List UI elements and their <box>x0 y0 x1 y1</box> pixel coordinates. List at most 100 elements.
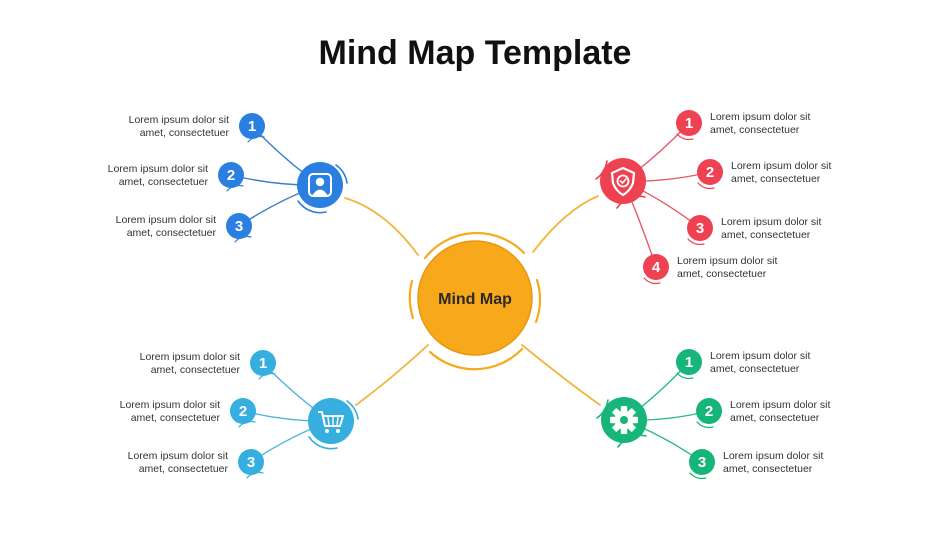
number-label: 2 <box>706 164 714 181</box>
number-ring-arc <box>676 133 694 141</box>
connector-gear-trunk <box>521 344 601 406</box>
hub-cart-ring-arc-top <box>346 400 359 420</box>
item-text-line2: amet, consectetuer <box>127 227 217 239</box>
center-label: Mind Map <box>438 291 512 308</box>
number-ring-arc <box>676 372 694 380</box>
number-label: 3 <box>235 218 243 235</box>
item-text-line1: Lorem ipsum dolor sit <box>140 351 240 363</box>
number-badge <box>230 398 256 424</box>
number-badge <box>696 398 722 424</box>
number-label: 1 <box>259 355 267 372</box>
shopping-cart-icon <box>318 411 344 433</box>
number-ring-arc <box>643 277 661 285</box>
number-badge <box>218 162 244 188</box>
connector-user-trunk <box>344 197 419 256</box>
item-text-line1: Lorem ipsum dolor sit <box>129 114 229 126</box>
center-ring-arc-right <box>534 278 542 324</box>
item-text-line2: amet, consectetuer <box>730 412 820 424</box>
number-ring-arc <box>697 182 715 190</box>
number-badge <box>676 110 702 136</box>
hub-shield-circle <box>600 158 646 204</box>
center-ring-arc-left <box>408 279 415 320</box>
item-text-line1: Lorem ipsum dolor sit <box>721 216 821 228</box>
item-text-line2: amet, consectetuer <box>139 463 229 475</box>
page-title: Mind Map Template <box>318 34 632 72</box>
item-text-line2: amet, consectetuer <box>721 229 811 241</box>
hub-shield[interactable] <box>595 158 646 209</box>
item-text-line1: Lorem ipsum dolor sit <box>677 255 777 267</box>
number-label: 1 <box>248 118 256 135</box>
connector-cart-trunk <box>355 344 429 406</box>
center-ring-arc-top <box>423 231 526 260</box>
item-text-line1: Lorem ipsum dolor sit <box>108 163 208 175</box>
number-badge <box>643 254 669 280</box>
item-text-line2: amet, consectetuer <box>119 176 209 188</box>
hub-user-ring-arc <box>297 200 327 214</box>
number-badge <box>689 449 715 475</box>
number-label: 1 <box>685 115 693 132</box>
hub-cart-ring-arc <box>308 436 338 450</box>
item-text-line2: amet, consectetuer <box>140 127 230 139</box>
number-label: 3 <box>698 454 706 471</box>
number-ring-arc <box>689 472 707 480</box>
number-badge <box>687 215 713 241</box>
item-text-line1: Lorem ipsum dolor sit <box>710 350 810 362</box>
number-badge <box>676 349 702 375</box>
center-circle <box>417 240 533 356</box>
item-text-line1: Lorem ipsum dolor sit <box>710 111 810 123</box>
item-text-line2: amet, consectetuer <box>710 124 800 136</box>
number-ring-arc <box>696 421 714 429</box>
item-text-line2: amet, consectetuer <box>677 268 767 280</box>
item-text-line2: amet, consectetuer <box>723 463 813 475</box>
number-badge <box>697 159 723 185</box>
item-text-line1: Lorem ipsum dolor sit <box>116 214 216 226</box>
shield-check-icon <box>610 166 636 197</box>
user-icon <box>308 173 332 197</box>
item-text-line1: Lorem ipsum dolor sit <box>731 160 831 172</box>
item-text-line2: amet, consectetuer <box>131 412 221 424</box>
item-text-line1: Lorem ipsum dolor sit <box>723 450 823 462</box>
hub-cart[interactable] <box>308 398 359 450</box>
number-label: 2 <box>239 403 247 420</box>
hub-gear[interactable] <box>596 397 647 448</box>
item-text-line1: Lorem ipsum dolor sit <box>730 399 830 411</box>
item-text-line2: amet, consectetuer <box>151 364 241 376</box>
connector-shield-trunk <box>532 195 599 253</box>
number-label: 4 <box>652 259 661 276</box>
number-label: 3 <box>696 220 704 237</box>
number-label: 2 <box>227 167 235 184</box>
item-text-line1: Lorem ipsum dolor sit <box>128 450 228 462</box>
number-badge <box>250 350 276 376</box>
number-label: 3 <box>247 454 255 471</box>
hub-user-ring-arc-top <box>335 164 348 184</box>
item-text-line2: amet, consectetuer <box>731 173 821 185</box>
center-ring-arc-bottom <box>428 347 524 371</box>
number-badge <box>239 113 265 139</box>
hub-cart-circle <box>308 398 354 444</box>
number-label: 1 <box>685 354 693 371</box>
number-badge <box>238 449 264 475</box>
number-ring-arc <box>687 238 705 246</box>
hubs <box>297 158 647 450</box>
item-text-line1: Lorem ipsum dolor sit <box>120 399 220 411</box>
gear-icon <box>610 406 638 434</box>
center-node[interactable]: Mind Map <box>408 231 542 371</box>
number-label: 2 <box>705 403 713 420</box>
hub-user[interactable] <box>297 162 348 214</box>
item-text-line2: amet, consectetuer <box>710 363 800 375</box>
